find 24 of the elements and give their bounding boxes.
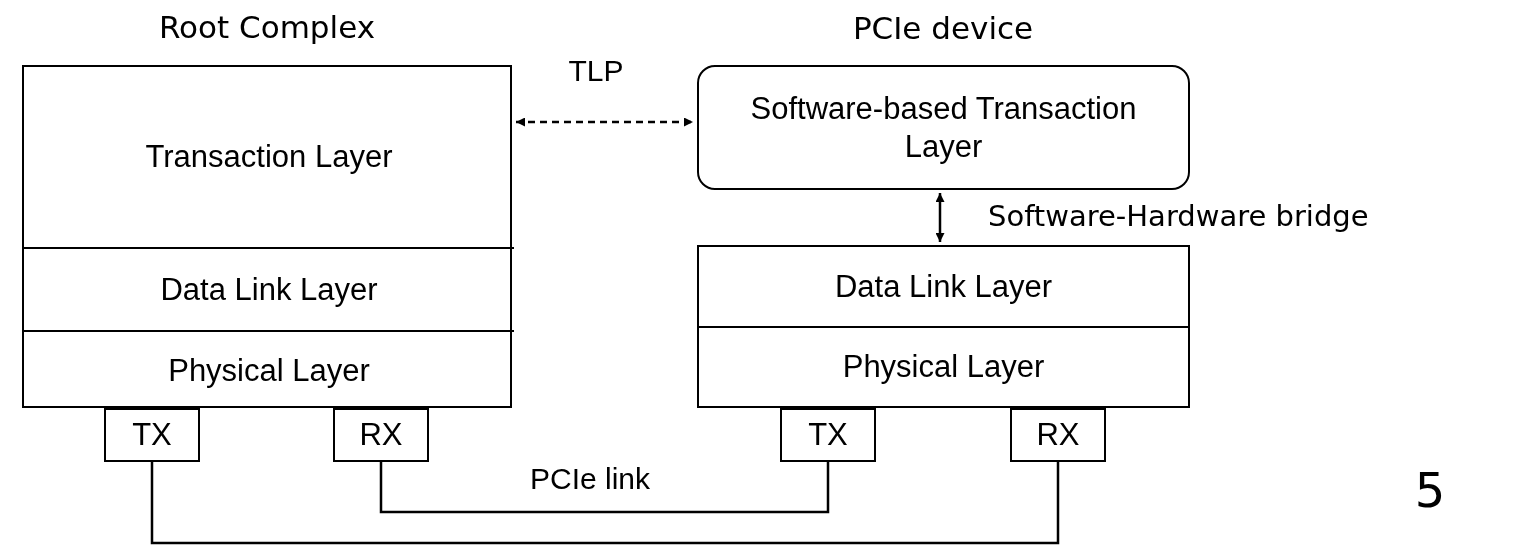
layer-label: TX xyxy=(807,416,849,454)
process-box xyxy=(780,408,876,462)
layer-label: RX xyxy=(1035,416,1081,454)
process-box xyxy=(697,245,1190,328)
process-box xyxy=(1010,408,1106,462)
arrow xyxy=(935,193,945,242)
section-heading: PCIe device xyxy=(851,10,1035,46)
page-number: 5 xyxy=(1413,462,1447,518)
arrow xyxy=(516,117,693,127)
layer-label: TX xyxy=(131,416,173,454)
connector-line xyxy=(379,462,830,514)
process-box xyxy=(697,326,1190,408)
connector-line xyxy=(150,462,1060,545)
layer-label: Transaction Layer xyxy=(144,138,394,176)
process-box xyxy=(104,408,200,462)
layer-label: Physical Layer xyxy=(167,352,371,390)
layer-label: Physical Layer xyxy=(841,348,1046,386)
layer-label: Software-based Transaction Layer xyxy=(749,90,1138,165)
block-heading: Root Complex xyxy=(157,9,377,45)
process-box xyxy=(333,408,429,462)
rounded-box xyxy=(697,65,1190,190)
layer-label: Data Link Layer xyxy=(159,270,379,309)
layer-label: Data Link Layer xyxy=(833,267,1054,306)
layer-label: RX xyxy=(358,416,404,454)
